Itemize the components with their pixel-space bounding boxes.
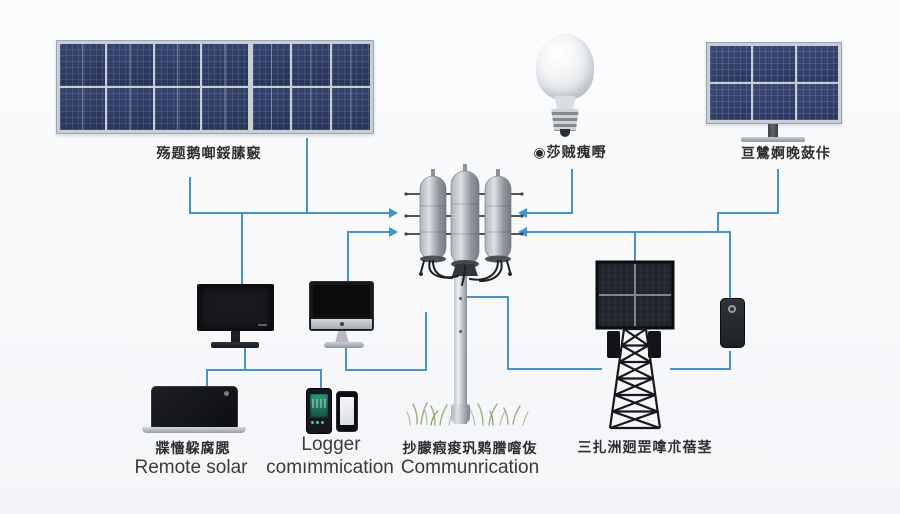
connector-line (507, 368, 602, 370)
connector-line (717, 212, 779, 214)
imac-camera-dot (340, 322, 344, 326)
connector-line (527, 212, 573, 214)
imac-base (324, 342, 364, 348)
light-bulb-screw-base (551, 109, 579, 131)
connector-line (345, 348, 347, 371)
tower-label-cjk: 三扎洲㢠罡嗱朮蓓茎 (577, 440, 713, 456)
bulb-label: ◉莎贼瘣嘢 (533, 145, 607, 161)
arrow-left-icon (518, 227, 527, 237)
light-bulb-icon (536, 34, 594, 100)
arrow-right-icon (389, 208, 398, 218)
battery-logo (728, 305, 736, 313)
solar-array-section (60, 44, 248, 130)
light-bulb-neck (554, 96, 576, 110)
tracker-panel-stand (768, 124, 778, 138)
light-bulb-tip (560, 129, 570, 137)
laptop-base (142, 427, 246, 433)
tracker-panel-label: 亘鷥婀晚蔹佧 (741, 146, 831, 162)
tracker-panel-base (741, 137, 805, 142)
monitor-stand (231, 331, 240, 343)
pole-base (451, 404, 470, 424)
laptop-label-cjk: 牃懎躱腐腮 (155, 441, 231, 457)
arrow-left-icon (518, 208, 527, 218)
connector-line (425, 312, 427, 371)
laptop-icon (151, 386, 238, 428)
arrow-right-icon (389, 227, 398, 237)
connector-line (571, 169, 573, 214)
desktop-monitor-icon (197, 284, 274, 331)
imac-screen (313, 285, 370, 317)
solar-panel-array-icon (56, 40, 374, 134)
connector-line (465, 296, 509, 298)
logger-label-line1: Logger (301, 434, 361, 455)
battery-unit-icon (720, 298, 745, 348)
laptop-logo (224, 391, 229, 396)
tracker-solar-panel-icon (706, 42, 842, 124)
imac-stand (335, 331, 349, 343)
pole-label-en: Communrication (400, 457, 540, 478)
phone-screen (340, 397, 354, 425)
connector-line (206, 369, 208, 388)
connector-line (206, 369, 322, 371)
connector-line (717, 212, 719, 233)
connector-line (507, 296, 509, 370)
connector-line (345, 369, 427, 371)
connector-line (320, 369, 322, 389)
connector-line (729, 351, 731, 370)
monitor-logo (258, 324, 267, 326)
connector-line (347, 231, 349, 282)
connector-line (306, 138, 308, 214)
connector-line (670, 368, 731, 370)
connector-line (729, 231, 731, 298)
logger-screen (310, 394, 328, 418)
connector-line (244, 347, 246, 371)
grass-icon (406, 402, 529, 426)
monitor-base (211, 342, 259, 348)
logger-label-line2: comımmication (266, 457, 394, 478)
connector-line (189, 212, 390, 214)
connector-line (777, 169, 779, 214)
logger-graph (312, 399, 326, 408)
connector-line (634, 231, 636, 264)
lattice-tower-solar-icon (595, 260, 675, 430)
connector-line (241, 212, 243, 284)
connector-line (347, 231, 390, 233)
connector-line (527, 231, 731, 233)
pole-label-cjk: 抄朦瘕痠㺬䴗謄噾伖 (402, 441, 538, 457)
solar-array-label: 殇题鹅啣鋖膆竅 (156, 146, 262, 162)
solar-array-section (252, 44, 370, 130)
antenna-array-icon (404, 164, 524, 286)
laptop-label-en: Remote solar (134, 457, 248, 478)
connector-line (189, 177, 191, 214)
